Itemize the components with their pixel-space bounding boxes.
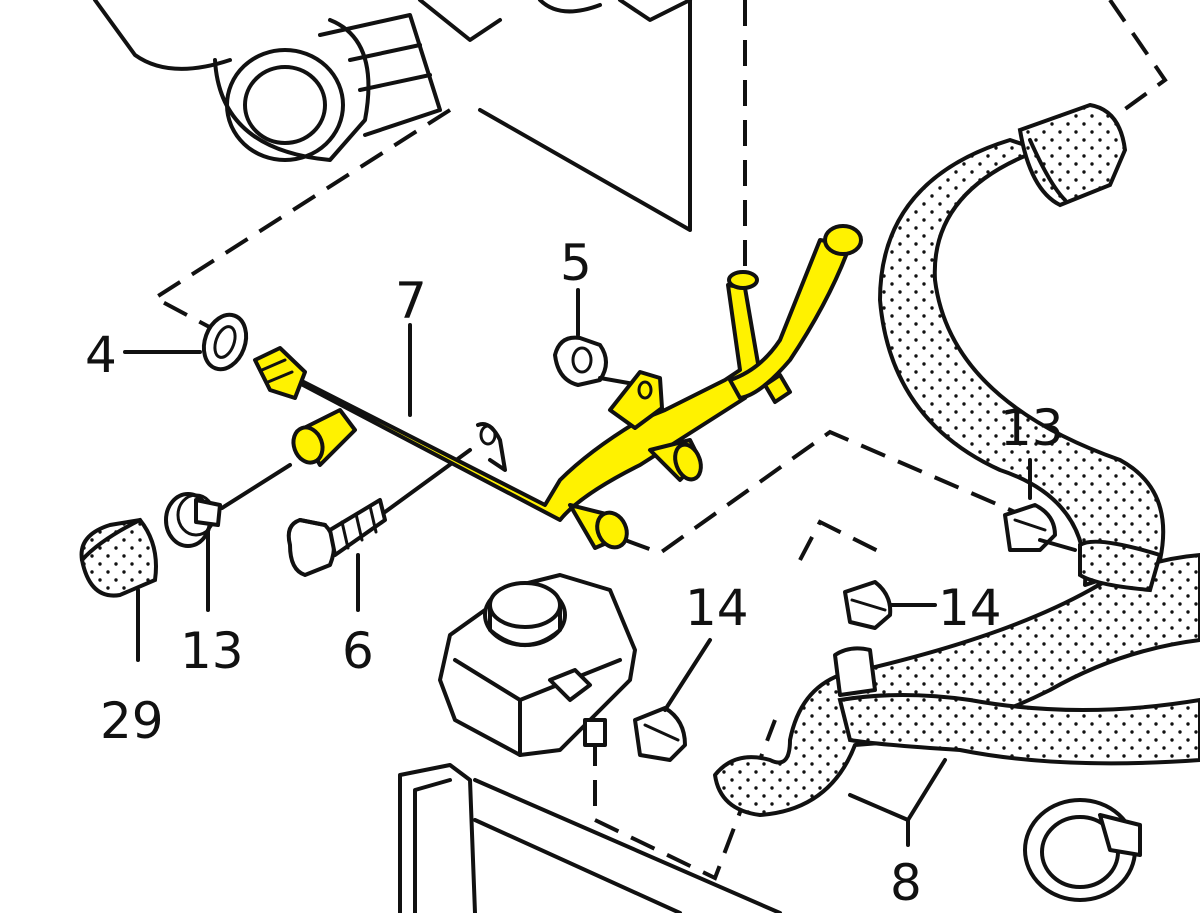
- callout-leaders: [123, 288, 1032, 847]
- callout-5: 5: [560, 234, 592, 292]
- hose-clip-13-left: [164, 463, 292, 548]
- callout-labels: 4 7 5 13 13 6 29 14 14 8: [85, 234, 1064, 912]
- engine-intake-housing: [93, 0, 692, 232]
- callout-13-left: 13: [180, 622, 244, 680]
- nut-5: [553, 335, 642, 387]
- callout-6: 6: [342, 622, 374, 680]
- bolt-6: [286, 448, 472, 577]
- coolant-pipe-7: [253, 224, 863, 550]
- hose-clip-14-mid: [633, 706, 687, 762]
- hose-section-29: [79, 517, 158, 598]
- callout-29: 29: [100, 692, 164, 750]
- callout-8: 8: [890, 854, 922, 912]
- callout-14-mid: 14: [685, 579, 749, 637]
- callout-14-right: 14: [938, 579, 1002, 637]
- radiator: [398, 763, 782, 913]
- hose-clip-13-right: [1003, 503, 1077, 552]
- hose-clamp-large: [1023, 798, 1142, 902]
- hose-clip-14-right: [843, 580, 893, 630]
- callout-13-right: 13: [1000, 399, 1064, 457]
- callout-4: 4: [85, 326, 117, 384]
- coolant-hose-lower: [713, 539, 1200, 817]
- callout-7: 7: [395, 272, 427, 330]
- expansion-reservoir: [438, 573, 637, 757]
- o-ring-4: [201, 312, 249, 372]
- radiator-hose-upper: [878, 102, 1166, 587]
